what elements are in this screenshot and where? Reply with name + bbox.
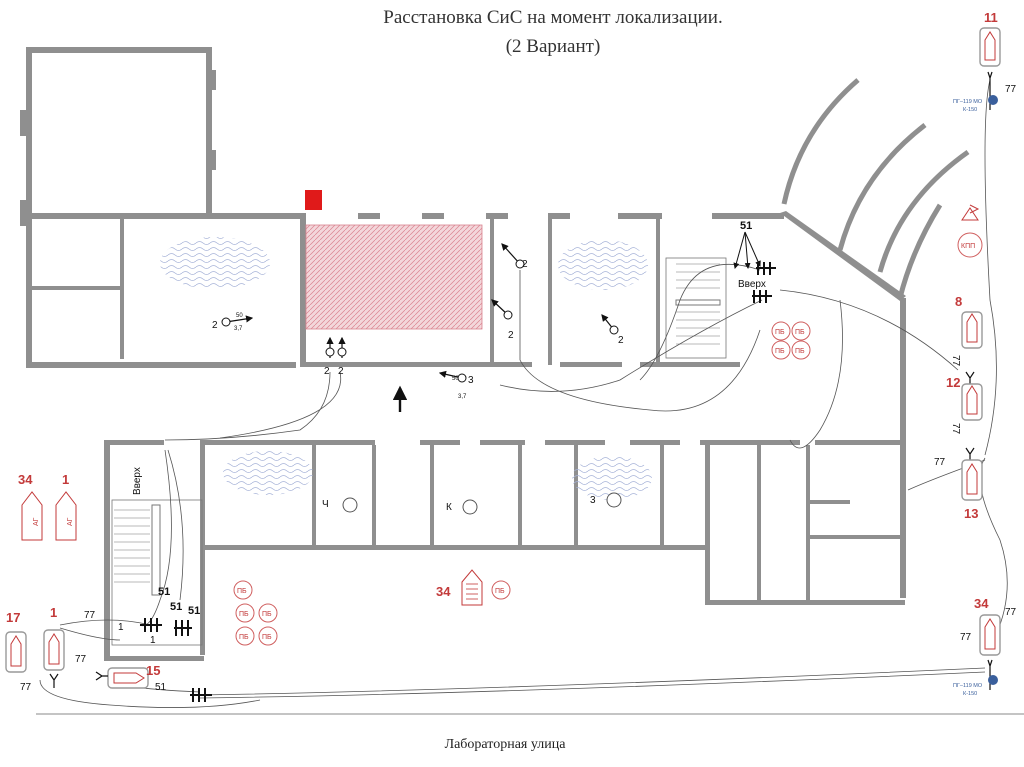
hydrant-bottom-line2: К-150	[963, 691, 977, 697]
hydrant-top-line1: ПГ–119 МО	[953, 99, 983, 105]
vehicle-34-center	[461, 569, 483, 606]
vehicle-34-right	[979, 614, 1001, 690]
nozzle-num-2f: 2	[338, 366, 344, 377]
svg-text:ПБ: ПБ	[262, 634, 272, 641]
unit-17-label: 17	[6, 610, 20, 625]
vehicle-13	[961, 459, 983, 501]
hose-77-a: 77	[84, 610, 96, 621]
nozzle-num-2c: 2	[508, 330, 514, 341]
svg-text:ПБ: ПБ	[795, 348, 805, 355]
hose-77-u8: 77	[950, 355, 961, 367]
svg-text:АГ: АГ	[67, 517, 74, 526]
hose-77-u12: 77	[950, 423, 961, 435]
pb-group-right: ПБ ПБ ПБ ПБ	[771, 321, 811, 360]
pb-center-label: ПБ	[495, 588, 505, 595]
kpp-circle	[957, 232, 983, 258]
svg-text:ПБ: ПБ	[795, 329, 805, 336]
fire-source-marker	[305, 190, 322, 210]
nozzle-val-50a: 50	[236, 313, 243, 319]
nozzle-val-37a: 3,7	[234, 326, 243, 332]
unit-ag-1: АГ	[55, 491, 77, 541]
hydrant-top: ПГ–119 МО К-150	[953, 88, 998, 113]
svg-text:ПБ: ПБ	[239, 611, 249, 618]
hose-77-c: 77	[20, 682, 32, 693]
branch-num-51-top: 51	[740, 220, 752, 232]
unit-34-center-label: 34	[436, 584, 451, 599]
hose-num-1a: 1	[118, 622, 124, 633]
stairs-lower-label: Вверх	[132, 467, 143, 495]
hose-77-u34r-b: 77	[1005, 607, 1017, 618]
vehicle-15	[95, 667, 149, 689]
unit-8-label: 8	[955, 294, 962, 309]
nozzle-num-2a: 2	[212, 320, 218, 331]
nozzle-num-2b: 2	[522, 259, 528, 270]
svg-text:ПБ: ПБ	[775, 329, 785, 336]
nozzle-num-2d: 2	[618, 335, 624, 346]
pb-center	[491, 580, 511, 600]
kpp-label: КПП	[961, 243, 975, 250]
nozzle-val-50b: 50	[452, 376, 459, 382]
stairs-lower	[111, 499, 203, 646]
hose-num-51-bottom: 51	[155, 682, 167, 693]
street-label: Лабораторная улица	[445, 737, 567, 752]
vehicle-8	[961, 311, 983, 349]
svg-text:ПБ: ПБ	[237, 588, 247, 595]
hose-lines	[39, 79, 1008, 708]
fire-zone	[305, 224, 483, 330]
unit-ag-34: АГ	[21, 491, 43, 541]
svg-text:ПБ: ПБ	[262, 611, 272, 618]
hose-77-u34r: 77	[960, 632, 972, 643]
stairs-upper	[665, 257, 727, 359]
unit-1-bottom-label: 1	[50, 605, 57, 620]
unit-34-right-label: 34	[974, 596, 989, 611]
branch-num-51a: 51	[158, 586, 170, 598]
hydrant-bottom-line1: ПГ–119 МО	[953, 683, 983, 689]
unit-15-label: 15	[146, 663, 160, 678]
title-line-2: (2 Вариант)	[506, 36, 601, 57]
nozzle-num-3: 3	[468, 375, 474, 386]
hose-77-u11: 77	[1005, 84, 1017, 95]
unit-11-label: 11	[984, 10, 998, 25]
vehicle-17	[5, 631, 27, 673]
vehicle-12	[961, 383, 983, 421]
unit-34-left-label: 34	[18, 472, 33, 487]
nozzles	[221, 231, 761, 515]
branch-num-51c: 51	[188, 605, 200, 617]
hydrant-top-line2: К-150	[963, 107, 977, 113]
pb-group-left: ПБ ПБ ПБ ПБ ПБ	[233, 580, 278, 646]
branch-num-51b: 51	[170, 601, 182, 613]
hose-77-u13: 77	[934, 457, 946, 468]
building-walls	[20, 47, 906, 661]
unit-13-label: 13	[964, 506, 978, 521]
title-line-1: Расстановка СиС на момент локализации.	[383, 7, 722, 28]
unit-12-label: 12	[946, 375, 960, 390]
hose-77-b: 77	[75, 654, 87, 665]
flag-icon	[961, 204, 980, 221]
stairs-upper-label: Вверх	[738, 279, 766, 290]
nozzle-val-37b: 3,7	[458, 394, 467, 400]
svg-text:ПБ: ПБ	[775, 348, 785, 355]
hose-num-1b: 1	[150, 635, 156, 646]
nozzle-num-2e: 2	[324, 366, 330, 377]
connector-u12	[965, 447, 975, 460]
unit-1-left-label: 1	[62, 472, 69, 487]
room-label-3: 3	[590, 495, 596, 506]
vehicle-1-bottom	[43, 629, 65, 688]
vehicle-11	[979, 27, 1001, 88]
water-zones	[160, 237, 652, 500]
svg-text:АГ: АГ	[33, 517, 40, 526]
svg-text:ПБ: ПБ	[239, 634, 249, 641]
curved-wing	[781, 78, 970, 299]
room-label-ch: Ч	[322, 499, 329, 510]
branching-symbols	[140, 262, 776, 702]
room-label-k: К	[446, 502, 452, 513]
